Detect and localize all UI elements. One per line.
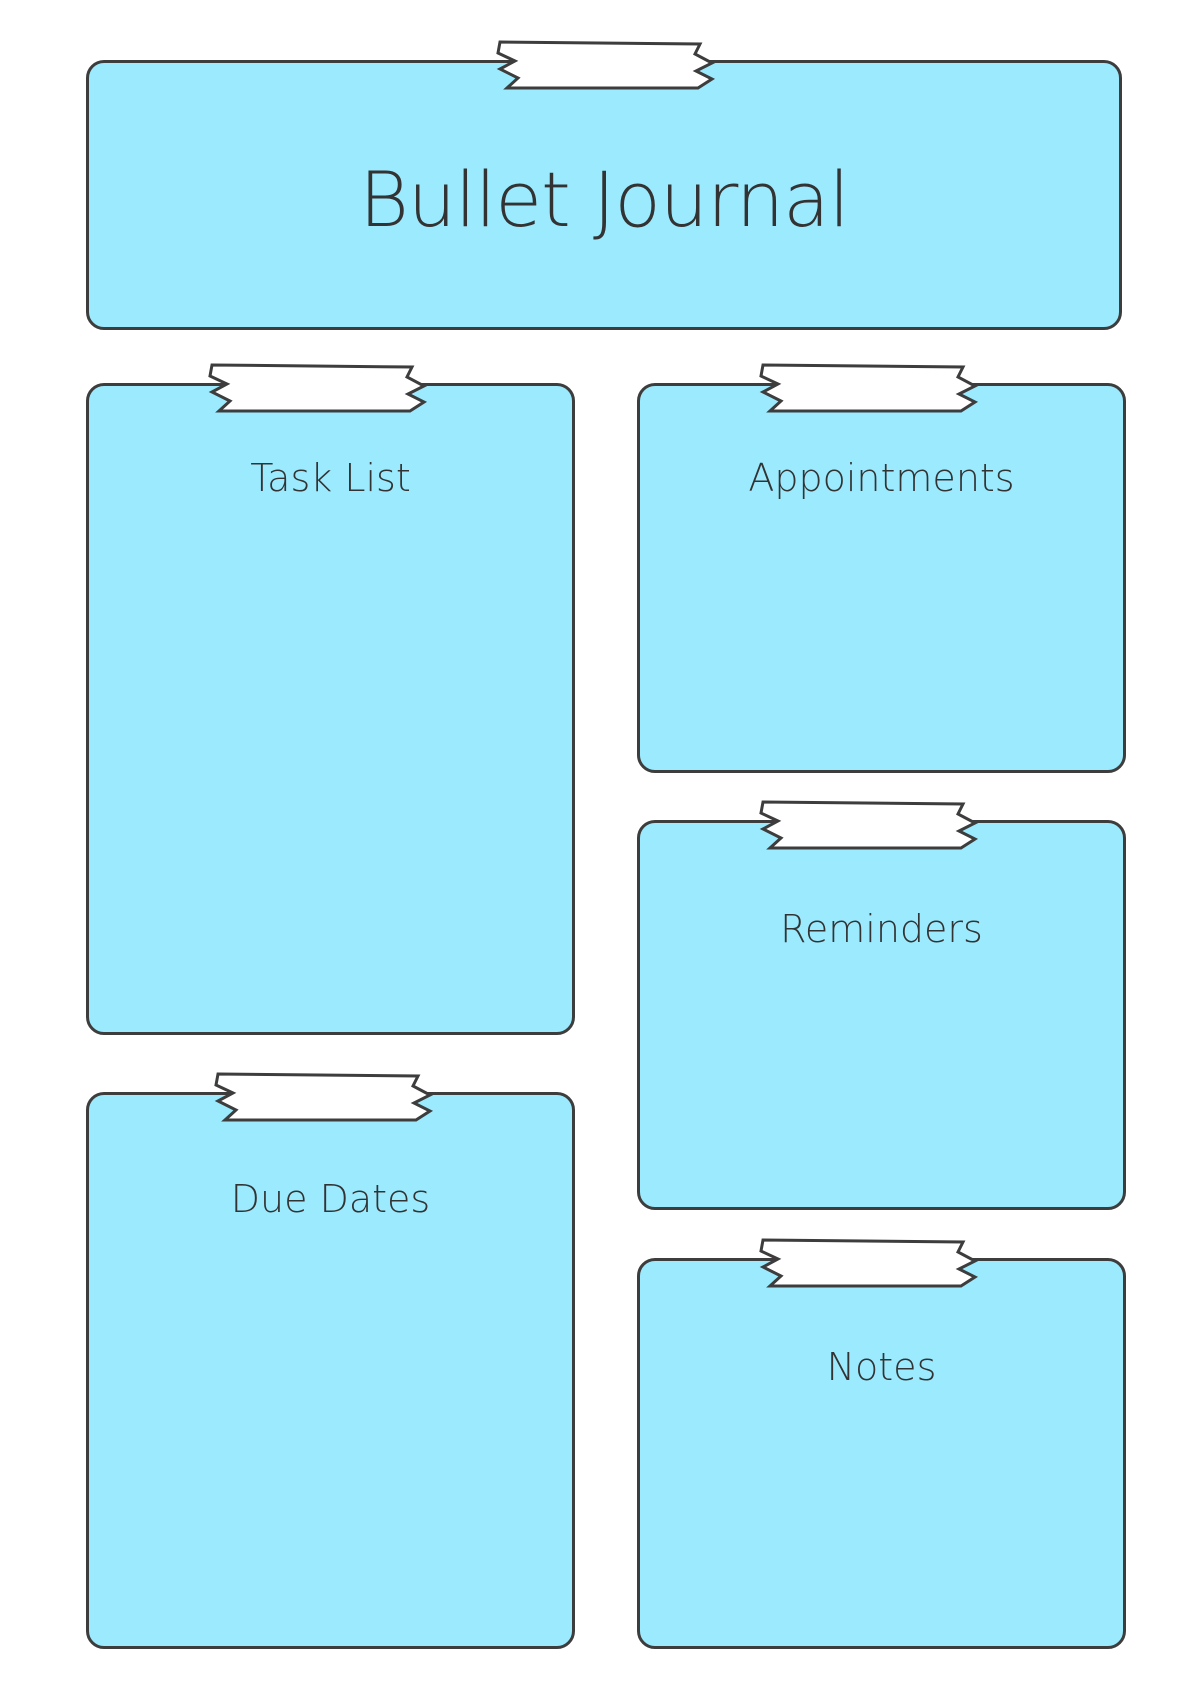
reminders-title: Reminders	[780, 907, 983, 951]
due-dates-panel: Due Dates	[86, 1092, 575, 1649]
header-panel: Bullet Journal	[86, 60, 1122, 330]
washi-tape-icon	[759, 363, 979, 413]
appointments-title: Appointments	[748, 456, 1015, 500]
task-list-panel: Task List	[86, 383, 575, 1035]
page-title: Bullet Journal	[359, 155, 850, 244]
due-dates-title: Due Dates	[230, 1177, 431, 1221]
notes-panel: Notes	[637, 1258, 1126, 1649]
washi-tape-icon	[759, 1238, 979, 1288]
washi-tape-icon	[759, 800, 979, 850]
washi-tape-icon	[496, 40, 716, 90]
notes-title: Notes	[826, 1345, 937, 1389]
washi-tape-icon	[208, 363, 428, 413]
reminders-panel: Reminders	[637, 820, 1126, 1210]
washi-tape-icon	[214, 1072, 434, 1122]
appointments-panel: Appointments	[637, 383, 1126, 773]
task-list-title: Task List	[250, 456, 411, 500]
